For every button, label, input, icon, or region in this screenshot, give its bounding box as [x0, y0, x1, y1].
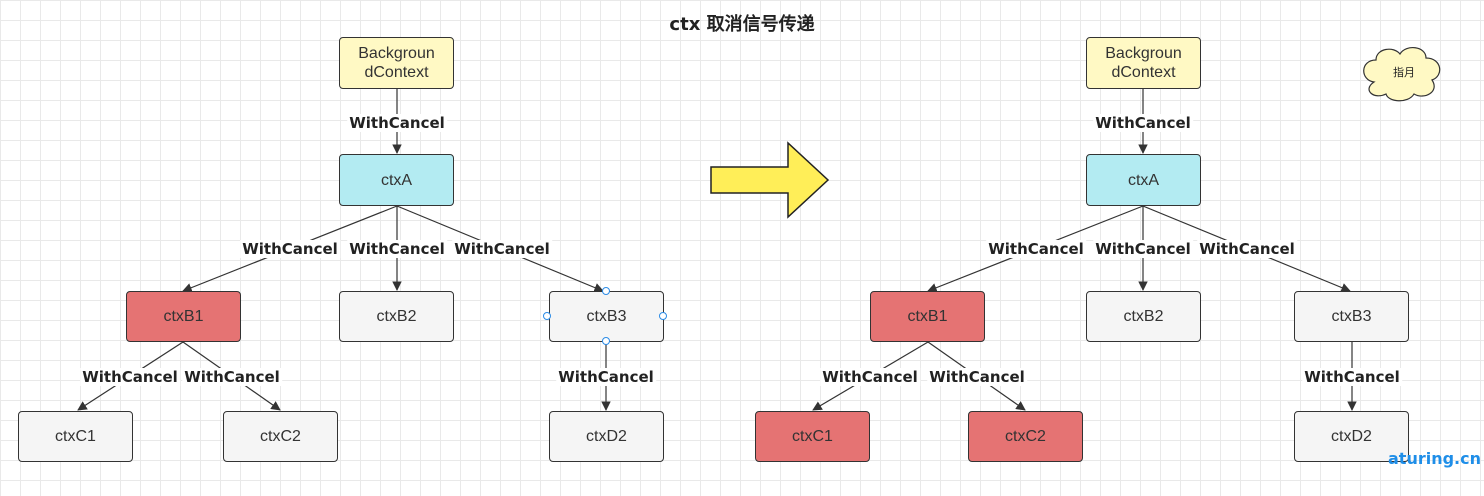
- background-context-line1: Backgroun: [358, 45, 435, 62]
- edge-label-b1-c1-right: WithCancel: [820, 368, 920, 386]
- edge-label-a-b3-left: WithCancel: [452, 240, 552, 258]
- edge-label-bg-a-left: WithCancel: [347, 114, 447, 132]
- selection-handle-right[interactable]: [659, 312, 667, 320]
- background-context-line1: Backgroun: [1105, 45, 1182, 62]
- node-ctxD2-right: ctxD2: [1294, 411, 1409, 462]
- edge-label-b1-c1-left: WithCancel: [80, 368, 180, 386]
- edge-label-a-b1-right: WithCancel: [986, 240, 1086, 258]
- selection-handle-bottom[interactable]: [602, 337, 610, 345]
- transition-arrow: [710, 141, 830, 219]
- edge-label-b3-d2-left: WithCancel: [556, 368, 656, 386]
- node-ctxB3-right: ctxB3: [1294, 291, 1409, 342]
- cloud-label: 指月: [1393, 66, 1415, 79]
- edge-label-a-b3-right: WithCancel: [1197, 240, 1297, 258]
- selection-handle-top[interactable]: [602, 287, 610, 295]
- node-ctxC2-left: ctxC2: [223, 411, 338, 462]
- node-ctxB1-right: ctxB1: [870, 291, 985, 342]
- background-context-line2: dContext: [1111, 64, 1176, 81]
- watermark: aturing.cn: [1388, 449, 1482, 468]
- node-ctxD2-left: ctxD2: [549, 411, 664, 462]
- node-background-context-right: Backgroun dContext: [1086, 37, 1201, 89]
- edge-label-a-b2-left: WithCancel: [347, 240, 447, 258]
- edge-label-a-b2-right: WithCancel: [1093, 240, 1193, 258]
- node-ctxB2-left: ctxB2: [339, 291, 454, 342]
- node-ctxC1-left: ctxC1: [18, 411, 133, 462]
- cloud-shape: [1363, 47, 1441, 102]
- edge-label-b3-d2-right: WithCancel: [1302, 368, 1402, 386]
- diagram-title: ctx 取消信号传递: [669, 14, 815, 35]
- node-background-context-left: Backgroun dContext: [339, 37, 454, 89]
- edge-label-b1-c2-right: WithCancel: [927, 368, 1027, 386]
- edge-label-b1-c2-left: WithCancel: [182, 368, 282, 386]
- edge-label-a-b1-left: WithCancel: [240, 240, 340, 258]
- node-ctxA-right: ctxA: [1086, 154, 1201, 206]
- node-ctxC2-right: ctxC2: [968, 411, 1083, 462]
- node-ctxA-left: ctxA: [339, 154, 454, 206]
- background-context-line2: dContext: [364, 64, 429, 81]
- selection-handle-left[interactable]: [543, 312, 551, 320]
- node-ctxB2-right: ctxB2: [1086, 291, 1201, 342]
- edge-label-bg-a-right: WithCancel: [1093, 114, 1193, 132]
- node-ctxB1-left: ctxB1: [126, 291, 241, 342]
- node-ctxC1-right: ctxC1: [755, 411, 870, 462]
- node-ctxB3-left[interactable]: ctxB3: [549, 291, 664, 342]
